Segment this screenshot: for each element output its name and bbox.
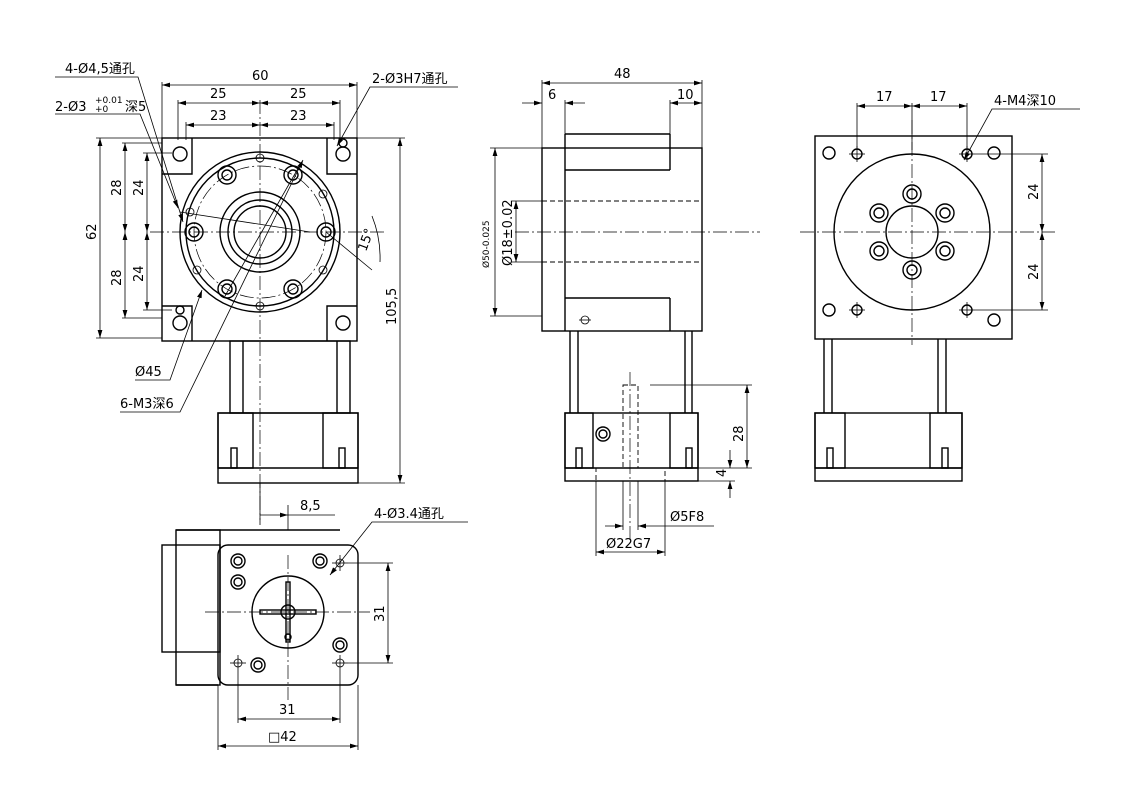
dim-62: 62 [85,223,100,240]
dim-square-42: □42 [268,730,297,745]
dim-8-5: 8,5 [300,499,321,514]
dim-dia-18: Ø18±0.02 [501,199,516,266]
dim-25-left: 25 [210,87,227,102]
dim-17-right: 17 [930,90,947,105]
dowel-hole-l [175,305,185,315]
dim-4: 4 [715,469,730,477]
dim-24-upper: 24 [132,179,147,196]
side-dimensions: 48 6 10 Ø50-0.025 Ø18±0.02 28 4 [481,67,752,556]
dim-31-h: 31 [279,703,296,718]
front-notch-bl [162,305,193,341]
side-view [515,133,760,540]
rear-tapped-holes-m4 [849,146,975,318]
bottom-holes [230,553,348,673]
dim-6: 6 [548,88,556,103]
front-notch-br [326,305,357,341]
dim-24-rear-upper: 24 [1027,183,1042,200]
dim-23-right: 23 [290,109,307,124]
dim-105-5: 105,5 [385,288,400,325]
rear-corner-hole-br [987,313,1001,327]
dim-28-lower: 28 [110,269,125,286]
rear-dimensions: 17 17 24 24 4-M4深10 [856,90,1080,311]
label-tol-depth: 深5 [125,100,146,115]
front-view [150,100,385,520]
dim-dia-5f8: Ø5F8 [670,510,704,525]
side-body-outline [541,147,703,332]
rear-view [800,120,1055,482]
rear-corner-hole-tl [822,146,836,160]
label-2-dowel-base: 2-Ø3 [55,100,86,115]
rear-plate-outline [814,135,1013,340]
bottom-dimensions: 8,5 4-Ø3.4通孔 31 31 □42 [217,483,468,750]
rear-corner-hole-bl [822,303,836,317]
dim-28-shaft: 28 [732,425,747,442]
bottom-connector [161,544,221,653]
corner-hole-tl [172,146,188,162]
dim-25-right: 25 [290,87,307,102]
label-dowel-holes: 2-Ø3H7通孔 [372,72,448,87]
front-motor-neck [229,340,351,414]
dim-60: 60 [252,69,269,84]
front-dimensions: 60 25 25 23 23 62 28 24 28 24 [55,62,458,484]
front-plate-outline [161,137,358,342]
dim-48: 48 [614,67,631,82]
side-motor-body [564,412,699,482]
front-notch-tl [162,138,193,175]
rear-motor-body [814,412,963,482]
label-tol-lower: +0 [95,105,109,115]
label-tapped-holes: 6-M3深6 [120,397,174,412]
label-rear-tapped: 4-M4深10 [994,94,1056,109]
dim-24-rear-lower: 24 [1027,263,1042,280]
angle-15: 15° [356,227,378,254]
label-tol-upper: +0.01 [95,96,123,106]
front-notch-tr [326,138,357,175]
label-4-thru-holes: 4-Ø4,5通孔 [65,62,135,77]
corner-hole-br [335,315,351,331]
dim-31-v: 31 [373,605,388,622]
dim-dia-50: Ø50-0.025 [481,220,492,268]
corner-hole-tr [335,146,351,162]
front-motor-body [217,412,359,484]
rear-corner-hole-tr [987,146,1001,160]
dim-23-left: 23 [210,109,227,124]
corner-hole-bl [172,315,188,331]
bottom-square-flange [217,544,359,686]
dim-24-lower: 24 [132,265,147,282]
dim-10: 10 [677,88,694,103]
dim-17-left: 17 [876,90,893,105]
dim-28-upper: 28 [110,179,125,196]
dim-dia-22g7: Ø22G7 [606,537,651,552]
bottom-view [161,529,370,700]
label-bolt-circle: Ø45 [135,365,162,380]
label-bottom-thru: 4-Ø3.4通孔 [374,507,444,522]
rear-counterbore-holes [869,184,955,280]
